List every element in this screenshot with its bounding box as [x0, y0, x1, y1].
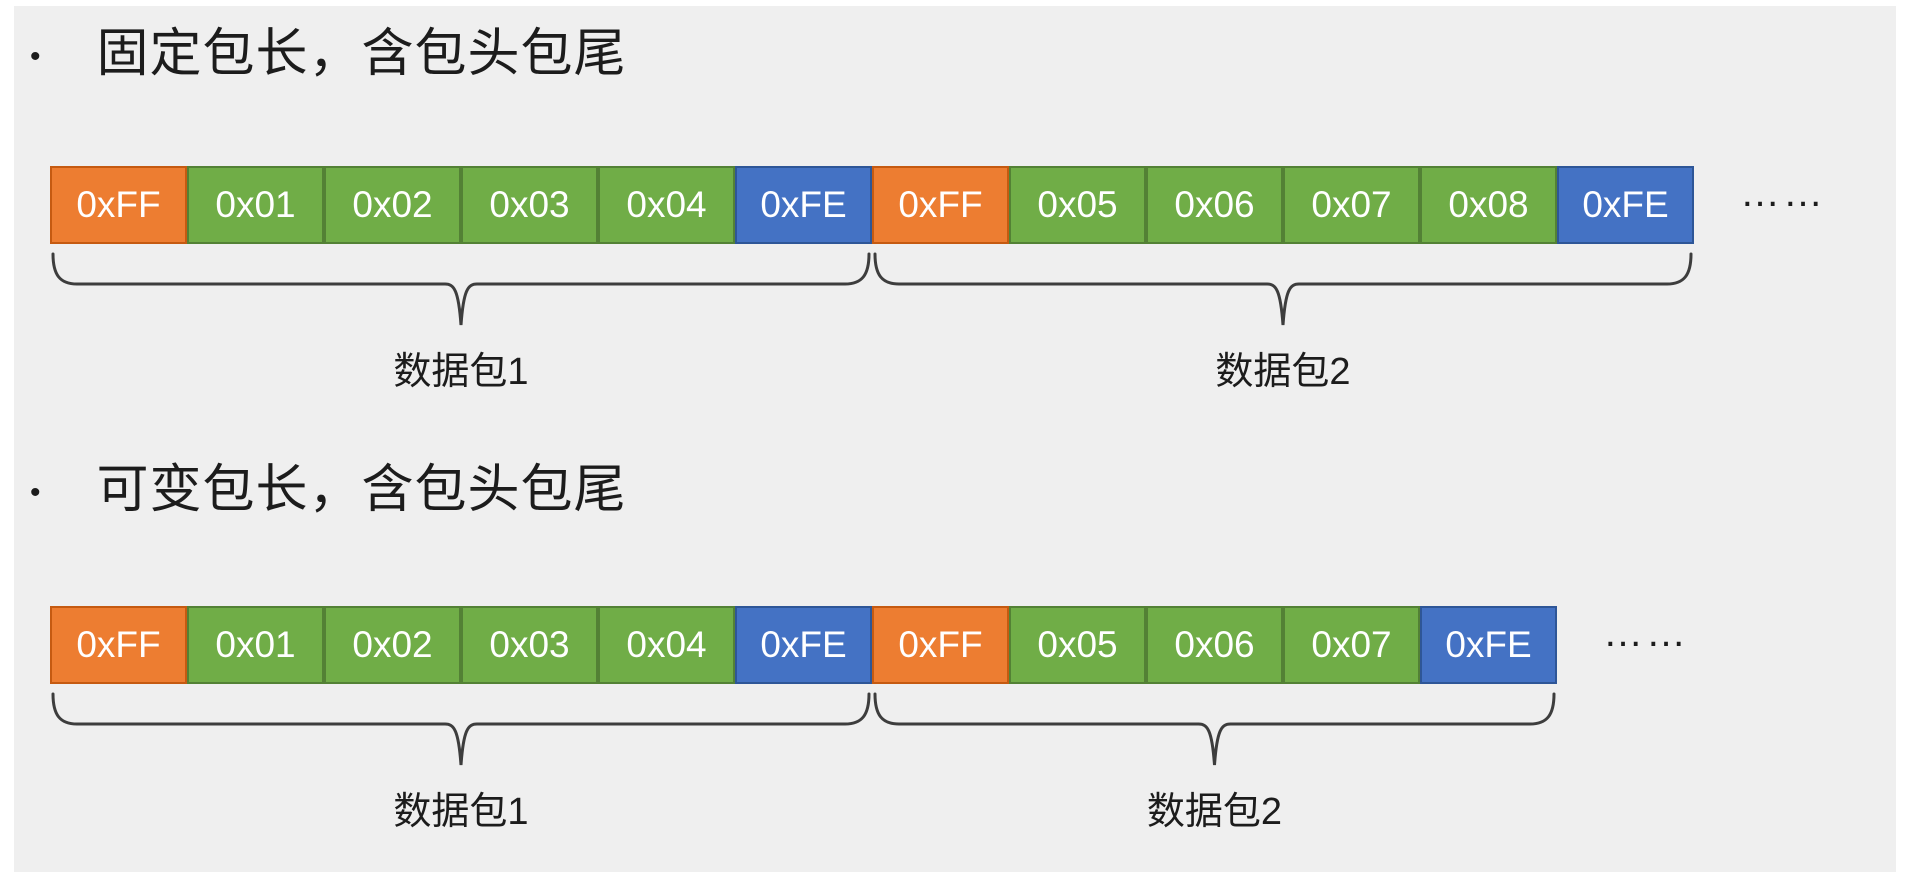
byte-cell-data: 0x03: [461, 166, 598, 244]
byte-cell-data: 0x06: [1146, 606, 1283, 684]
byte-cell-data: 0x05: [1009, 166, 1146, 244]
byte-cell-tail: 0xFE: [1420, 606, 1557, 684]
packet-group: 数据包2: [872, 690, 1557, 835]
byte-cell-header: 0xFF: [50, 606, 187, 684]
byte-cell-data: 0x01: [187, 166, 324, 244]
underbrace-icon: [51, 692, 871, 766]
heading-text: 固定包长，含包头包尾: [96, 25, 627, 83]
packet-group: 数据包1: [50, 250, 872, 395]
packet-group: 数据包2: [872, 250, 1694, 395]
byte-cell-header: 0xFF: [50, 166, 187, 244]
heading-fixed-length: • 固定包长，含包头包尾: [30, 22, 627, 87]
byte-cell-data: 0x07: [1283, 166, 1420, 244]
bullet-icon: •: [30, 39, 41, 73]
brace-row: 数据包1 数据包2: [50, 250, 1694, 395]
brace-row: 数据包1 数据包2: [50, 690, 1557, 835]
packet-label: 数据包2: [1146, 791, 1283, 833]
bullet-icon: •: [30, 475, 41, 509]
ellipsis-label: ……: [1740, 170, 1826, 215]
byte-cell-data: 0x08: [1420, 166, 1557, 244]
underbrace-icon: [873, 692, 1556, 766]
byte-cell-data: 0x02: [324, 166, 461, 244]
byte-cell-data: 0x03: [461, 606, 598, 684]
byte-cell-tail: 0xFE: [1557, 166, 1694, 244]
byte-cell-tail: 0xFE: [735, 606, 872, 684]
byte-cell-data: 0x05: [1009, 606, 1146, 684]
packet-label: 数据包1: [393, 351, 529, 393]
byte-cell-header: 0xFF: [872, 606, 1009, 684]
byte-cell-data: 0x04: [598, 166, 735, 244]
heading-variable-length: • 可变包长，含包头包尾: [30, 458, 627, 523]
byte-cell-tail: 0xFE: [735, 166, 872, 244]
byte-cell-data: 0x07: [1283, 606, 1420, 684]
byte-cell-data: 0x02: [324, 606, 461, 684]
heading-text: 可变包长，含包头包尾: [96, 461, 627, 519]
underbrace-icon: [51, 252, 871, 326]
packet-label: 数据包2: [1215, 351, 1351, 393]
byte-cell-data: 0x01: [187, 606, 324, 684]
byte-cell-header: 0xFF: [872, 166, 1009, 244]
ellipsis-label: ……: [1603, 610, 1689, 655]
underbrace-icon: [873, 252, 1693, 326]
byte-cell-data: 0x04: [598, 606, 735, 684]
packet-group: 数据包1: [50, 690, 872, 835]
byte-cell-data: 0x06: [1146, 166, 1283, 244]
packet-label: 数据包1: [393, 791, 529, 833]
